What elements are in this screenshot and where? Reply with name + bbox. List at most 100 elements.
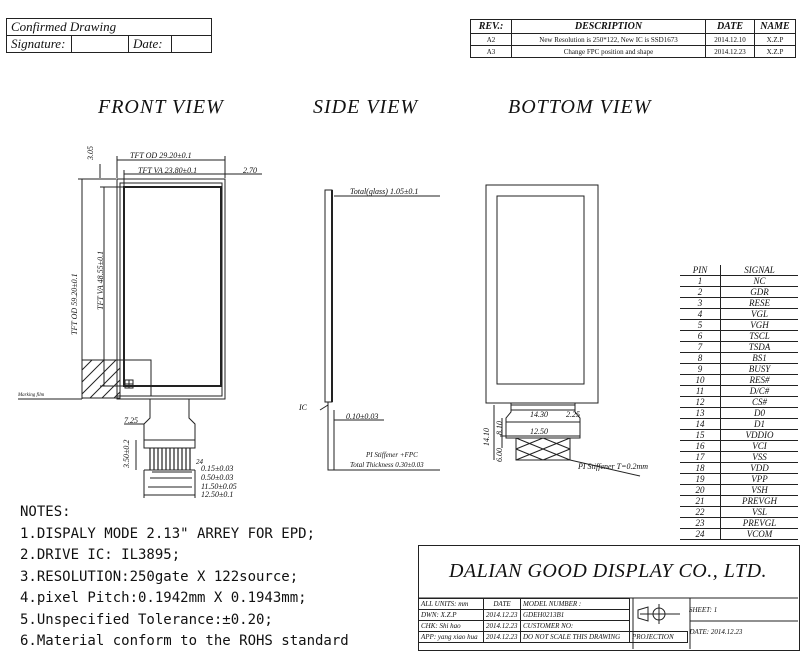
front-right-margin: 2.70 xyxy=(243,166,257,175)
pin-signal: VCI xyxy=(720,440,798,452)
rev-cell: A3 xyxy=(470,45,512,58)
pin-signal: D1 xyxy=(720,418,798,430)
side-glass-thickness: Total(glass) 1.05±0.1 xyxy=(350,187,419,196)
pin-signal: VSH xyxy=(720,484,798,496)
front-panel-outline xyxy=(116,178,226,400)
front-dim-11-50: 11.50±0.05 xyxy=(201,482,237,491)
pin-signal: CS# xyxy=(720,396,798,408)
bottom-stiffener-label: PI Stiffener T=0.2mm xyxy=(578,462,649,471)
pin-signal: NC xyxy=(720,275,798,287)
bottom-dim-14-10: 14.10 xyxy=(482,428,491,446)
bottom-dim-12-50: 12.50 xyxy=(530,427,548,436)
front-va-height: TFT VA 48.55±0.1 xyxy=(96,250,105,310)
company-name: DALIAN GOOD DISPLAY CO., LTD. xyxy=(448,560,768,582)
note-item: 1.DISPALY MODE 2.13" ARREY FOR EPD; xyxy=(20,525,316,542)
model-label: MODEL NUMBER : xyxy=(520,598,630,610)
ic-area xyxy=(116,359,152,397)
front-od-width: TFT OD 29.20±0.1 xyxy=(130,151,192,160)
front-dim-24: 24 xyxy=(196,458,203,466)
dwn-value: X.Z.P xyxy=(440,611,457,619)
app-date: 2014.12.23 xyxy=(483,631,521,643)
name-cell: X.Z.P xyxy=(754,33,796,46)
pin-number: 23 xyxy=(680,517,721,529)
pin-signal: VDDIO xyxy=(720,429,798,441)
title-block-info: ALL UNITS: mm DATE MODEL NUMBER : SHEET:… xyxy=(418,598,798,643)
pin-signal: TSCL xyxy=(720,330,798,342)
name-cell: X.Z.P xyxy=(754,45,796,58)
note-item: 6.Material conform to the ROHS standard xyxy=(20,633,349,649)
pin-signal: VGH xyxy=(720,319,798,331)
pin-signal: VDD xyxy=(720,462,798,474)
projection-symbol-area xyxy=(630,599,688,621)
revision-table: REV.: DESCRIPTION DATE NAME A2 New Resol… xyxy=(470,19,796,58)
chk-label: CHK: xyxy=(421,622,438,630)
front-dim-3-50: 3.50±0.2 xyxy=(122,439,131,468)
front-dim-0-15: 0.15±0.03 xyxy=(201,464,234,473)
pin-number: 10 xyxy=(680,374,721,386)
pin-signal: VGL xyxy=(720,308,798,320)
no-scale-note: DO NOT SCALE THIS DRAWING xyxy=(520,631,630,643)
pin-number: 13 xyxy=(680,407,721,419)
revision-row: A3 Change FPC position and shape 2014.12… xyxy=(470,45,796,58)
front-dim-12-50: 12.50±0.1 xyxy=(201,490,234,499)
pin-number: 1 xyxy=(680,275,721,287)
note-item: 2.DRIVE IC: IL3895; xyxy=(20,547,181,563)
projection-blank xyxy=(630,621,688,632)
pin-signal: BUSY xyxy=(720,363,798,375)
note-item: 4.pixel Pitch:0.1942mm X 0.1943mm; xyxy=(20,590,307,606)
app-value: yang xiao hua xyxy=(437,633,478,641)
app-label: APP: xyxy=(421,633,437,641)
front-va-width: TFT VA 23.80±0.1 xyxy=(138,166,198,175)
front-dim-0-50: 0.50±0.03 xyxy=(201,473,234,482)
side-dim-0-10: 0.10±0.03 xyxy=(346,412,379,421)
sheet-area: SHEET: 1 xyxy=(687,599,798,621)
sheet-label: SHEET: xyxy=(689,605,712,614)
pin-signal: VPP xyxy=(720,473,798,485)
front-view-title: FRONT VIEW xyxy=(98,96,224,118)
dwn-date: 2014.12.23 xyxy=(483,609,521,621)
pin-number: 8 xyxy=(680,352,721,364)
chk-date: 2014.12.23 xyxy=(483,620,521,632)
side-stiffener-label: PI Stiffener +FPC xyxy=(366,451,418,459)
marking-film xyxy=(81,359,121,399)
pin-signal: D/C# xyxy=(720,385,798,397)
bottom-view-title: BOTTOM VIEW xyxy=(508,96,652,118)
pin-signal: VCOM xyxy=(720,528,798,540)
projection-label: PROJECTION xyxy=(629,631,688,643)
front-dim-7-25: 7.25 xyxy=(124,416,138,425)
marking-film-label: Marking film xyxy=(18,393,45,398)
bottom-dim-8-10: 8.10 xyxy=(495,421,504,435)
pin-signal: PREVGH xyxy=(720,495,798,507)
pin-number: 15 xyxy=(680,429,721,441)
pin-header: PIN xyxy=(680,265,721,276)
pin-number: 12 xyxy=(680,396,721,408)
bottom-dim-6-00: 6.00 xyxy=(495,448,504,462)
signal-header: SIGNAL xyxy=(720,265,798,276)
pin-number: 16 xyxy=(680,440,721,452)
pin-signal: BS1 xyxy=(720,352,798,364)
pin-number: 24 xyxy=(680,528,721,540)
pin-number: 6 xyxy=(680,330,721,342)
pin-number: 17 xyxy=(680,451,721,463)
bottom-dim-2-25: 2.25 xyxy=(566,410,580,419)
bottom-dim-14-30: 14.30 xyxy=(530,410,548,419)
pin-number: 3 xyxy=(680,297,721,309)
notes-title: NOTES: xyxy=(20,504,71,520)
side-glass xyxy=(324,189,333,403)
pin-signal: PREVGL xyxy=(720,517,798,529)
